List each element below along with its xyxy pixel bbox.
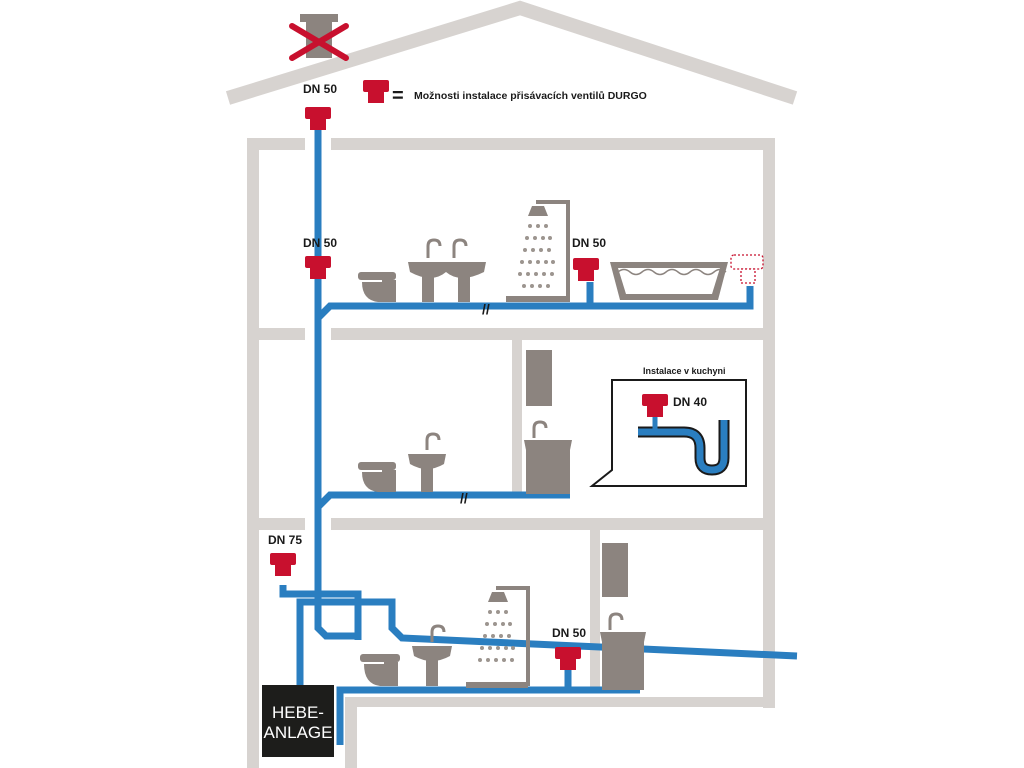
- sink-floor1-icon: [408, 432, 446, 492]
- ground-fixtures: [360, 543, 646, 690]
- kitchen-inset-title: Instalace v kuchyni: [643, 366, 726, 376]
- shower-floor2-icon: [506, 200, 570, 302]
- right-wall: [763, 138, 775, 708]
- sink-ground-icon: [412, 624, 452, 686]
- kitchen-cabinet-floor1-icon: [524, 350, 572, 494]
- shower-ground-icon: [466, 586, 530, 688]
- toilet-floor1-icon: [358, 462, 396, 492]
- roof-valve-icon: [305, 107, 331, 130]
- basement-riser-valve-label: DN 75: [268, 533, 302, 547]
- top-ceiling: [247, 138, 775, 150]
- floor-2: [247, 328, 775, 340]
- kitchen-inset: Instalace v kuchyni DN 40: [589, 366, 747, 487]
- pipes: [279, 128, 798, 745]
- sink-pair-icon: [408, 238, 486, 302]
- legend-valve-icon: [363, 80, 389, 103]
- roof-valve-label: DN 50: [303, 82, 337, 96]
- hebe-anlage-box: HEBE- ANLAGE: [262, 685, 334, 757]
- toilet-ground-icon: [360, 654, 400, 686]
- riser-valve-label: DN 50: [303, 236, 337, 250]
- left-wall: [247, 138, 259, 768]
- chimney-cross-icon: [289, 23, 349, 61]
- riser-bottom-branch: [314, 592, 360, 640]
- legend-equals: =: [392, 85, 404, 107]
- kitchen-cabinet-ground-icon: [600, 543, 646, 690]
- legend: = Možnosti instalace přisávacích ventilů…: [363, 80, 647, 107]
- basement-left-loop: [279, 585, 362, 640]
- partition-floor1: [512, 340, 522, 495]
- partition-ground: [590, 530, 600, 690]
- basement-floor-drain: [336, 686, 640, 745]
- shower-valve-label: DN 50: [572, 236, 606, 250]
- pipe-break-floor1: //: [460, 490, 468, 506]
- floor-1: [247, 518, 775, 530]
- floor1-branch: [315, 491, 570, 510]
- shower-valve-icon: [573, 258, 599, 281]
- basement-riser-valve-icon: [270, 553, 296, 576]
- house-structure: [225, 0, 798, 768]
- toilet-floor2-icon: [358, 272, 396, 302]
- roof: [225, 0, 798, 105]
- floor1-fixtures: [358, 350, 572, 494]
- basement-inner-wall: [345, 697, 357, 768]
- bathtub-icon: [610, 262, 728, 300]
- chimney-cap: [300, 14, 338, 22]
- hebe-line2: ANLAGE: [264, 723, 333, 742]
- hebe-line1: HEBE-: [272, 703, 324, 722]
- floor2-branch: [315, 286, 754, 321]
- legend-text: Možnosti instalace přisávacích ventilů D…: [414, 90, 647, 102]
- ground-floor-slab: [355, 697, 775, 707]
- basement-vent-loop: [296, 598, 798, 685]
- basement-shower-valve-label: DN 50: [552, 626, 586, 640]
- basement-shower-valve-icon: [555, 647, 581, 670]
- riser-valve-icon: [305, 256, 331, 279]
- pipe-break-floor2: //: [482, 301, 490, 317]
- optional-valve-icon: [730, 254, 764, 284]
- floor2-fixtures: [358, 200, 728, 302]
- kitchen-valve-label: DN 40: [673, 395, 707, 409]
